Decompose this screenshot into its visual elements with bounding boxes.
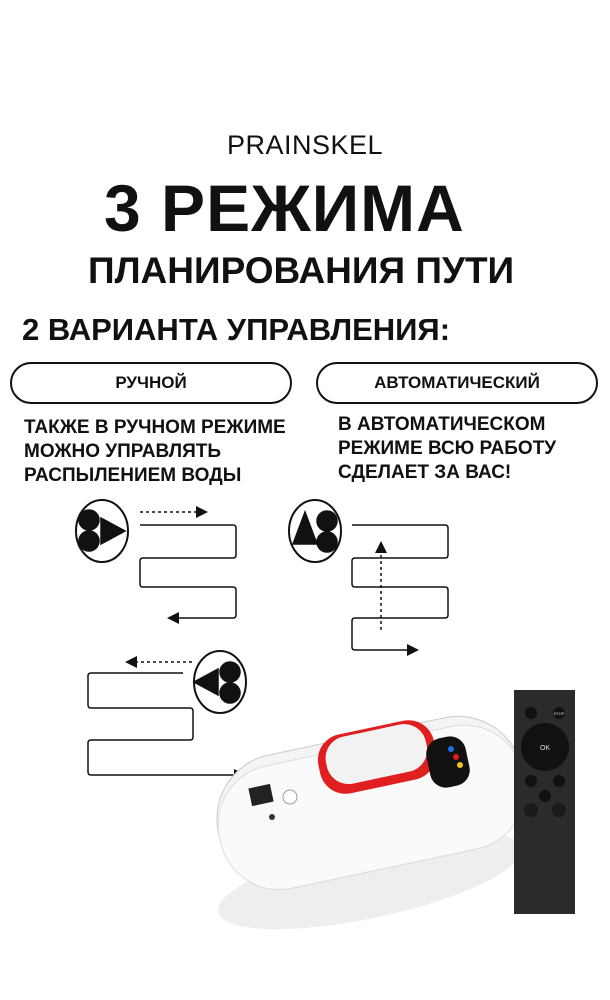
remote-control-image: STOP OK xyxy=(514,690,575,914)
mode-manual-description: ТАКЖЕ В РУЧНОМ РЕЖИМЕ МОЖНО УПРАВЛЯТЬ РА… xyxy=(24,417,286,486)
mode-manual-label: РУЧНОЙ xyxy=(115,373,187,392)
mode-auto-pill: АВТОМАТИЧЕСКИЙ xyxy=(316,362,598,404)
variants-heading: 2 ВАРИАНТА УПРАВЛЕНИЯ: xyxy=(22,312,451,347)
snake-path xyxy=(139,524,237,624)
brand-name: PRAINSKEL xyxy=(226,130,384,160)
stop-label: STOP xyxy=(554,711,565,716)
window-robot-image xyxy=(216,715,526,930)
play-pause-icon xyxy=(525,707,537,719)
snake-path xyxy=(87,672,246,781)
mode-manual-pill: РУЧНОЙ xyxy=(10,362,292,404)
title: 3 РЕЖИМА xyxy=(104,171,465,245)
mode-left-icon xyxy=(192,650,247,714)
mode-auto-label: АВТОМАТИЧЕСКИЙ xyxy=(374,373,540,392)
snake-path xyxy=(351,524,449,656)
ok-label: OK xyxy=(540,745,550,752)
mode-auto-description: В АВТОМАТИЧЕСКОМ РЕЖИМЕ ВСЮ РАБОТУ СДЕЛА… xyxy=(338,414,557,483)
mode-right-icon xyxy=(75,499,129,563)
subtitle: ПЛАНИРОВАНИЯ ПУТИ xyxy=(88,250,515,291)
mode-up-icon xyxy=(288,499,342,563)
